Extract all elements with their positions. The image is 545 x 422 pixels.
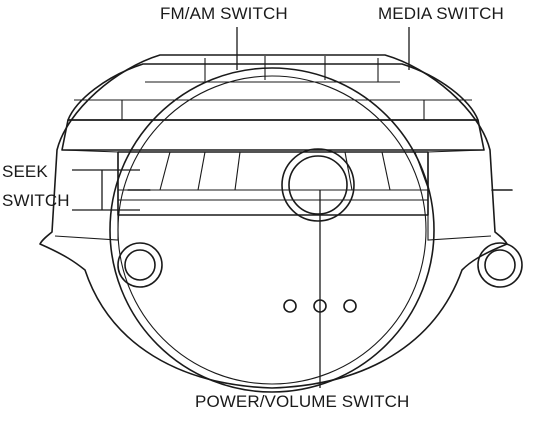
indicator-hole-3 xyxy=(343,299,357,313)
switch-band-top xyxy=(67,63,479,121)
seek-switch-label-line2: SWITCH xyxy=(2,191,70,210)
left-round-button-inner xyxy=(124,249,156,281)
face-circle-outer xyxy=(109,67,435,393)
right-round-button-outer xyxy=(477,242,523,288)
seek-switch-left xyxy=(54,149,119,241)
slot-dividers xyxy=(118,151,429,201)
top-switch-dividers xyxy=(121,56,425,120)
power-volume-switch-label: POWER/VOLUME SWITCH xyxy=(195,392,410,411)
power-volume-knob-outer xyxy=(281,148,355,222)
slot-band xyxy=(117,151,429,216)
seek-leader xyxy=(72,169,140,211)
seek-switch-label-line1: SEEK xyxy=(2,162,48,181)
media-switch-label: MEDIA SWITCH xyxy=(378,4,504,23)
outer-housing xyxy=(39,54,508,389)
right-round-button-inner xyxy=(484,249,516,281)
seek-switch-right xyxy=(427,149,492,241)
power-volume-knob-inner xyxy=(288,155,348,215)
left-round-button-outer xyxy=(117,242,163,288)
switch-band-second xyxy=(61,119,485,151)
face-circle-inner xyxy=(117,75,427,385)
indicator-hole-1 xyxy=(283,299,297,313)
fm-am-switch-label: FM/AM SWITCH xyxy=(160,4,288,23)
